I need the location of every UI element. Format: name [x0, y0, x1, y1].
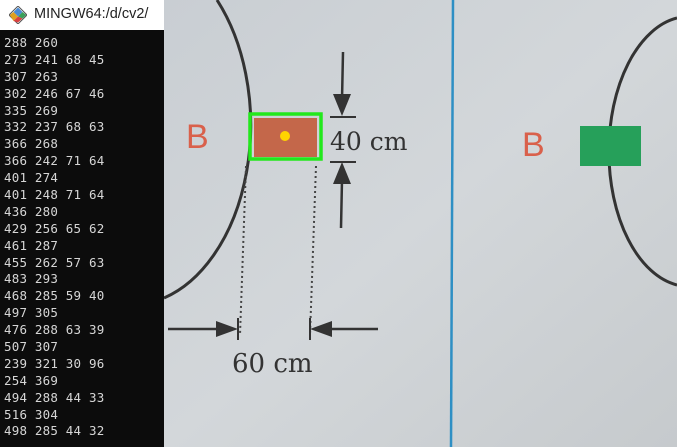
dim-extension-left: [239, 165, 247, 336]
right-label-b: B: [522, 126, 545, 164]
terminal-line: 455 262 57 63: [4, 254, 105, 270]
paper-background: [164, 0, 677, 447]
terminal-line: 436 280: [4, 203, 59, 219]
width-arrow-right-head: [310, 321, 332, 337]
terminal-line: 254 369: [4, 372, 59, 388]
terminal-line: 468 285 59 40: [4, 288, 105, 304]
terminal-line: 401 248 71 64: [4, 187, 105, 203]
width-arrow-left-head: [216, 321, 238, 337]
terminal-line: 476 288 63 39: [4, 322, 105, 338]
terminal-line: 461 287: [4, 237, 59, 253]
terminal-line: 288 260: [4, 35, 59, 50]
camera-image: B 60 cm 40 cm B: [164, 0, 677, 447]
dim-extension-right: [309, 165, 317, 336]
terminal-line: 401 274: [4, 170, 59, 186]
terminal-line: 302 246 67 46: [4, 85, 105, 101]
height-arrow-top-line: [340, 51, 345, 101]
terminal-title: MINGW64:/d/cv2/: [34, 6, 149, 22]
terminal-line: 332 237 68 63: [4, 119, 105, 135]
terminal-line: 516 304: [4, 406, 59, 422]
terminal-line: 239 321 30 96: [4, 355, 105, 371]
terminal-line: 335 269: [4, 102, 59, 118]
blue-divider-line: [449, 0, 455, 447]
centroid-marker: [280, 131, 290, 141]
terminal-line: 497 305: [4, 305, 59, 321]
height-arrow-top-head: [333, 94, 351, 116]
height-dimension-label: 40 cm: [330, 127, 408, 156]
camera-image-view: B 60 cm 40 cm B: [164, 0, 677, 447]
terminal-line: 273 241 68 45: [4, 51, 105, 67]
terminal-line: 366 268: [4, 136, 59, 152]
terminal-line: 366 242 71 64: [4, 153, 105, 169]
height-arrow-bottom-line: [339, 179, 344, 229]
terminal-line: 483 293: [4, 271, 59, 287]
width-dimension-label: 60 cm: [232, 349, 313, 379]
terminal-line: 507 307: [4, 339, 59, 355]
green-block: [580, 126, 641, 166]
terminal-title-bar[interactable]: MINGW64:/d/cv2/: [0, 0, 164, 30]
terminal-line: 307 263: [4, 68, 59, 84]
mingw-diamond-icon: [9, 6, 27, 24]
terminal-line: 429 256 65 62: [4, 220, 105, 236]
height-arrow-bottom-head: [333, 162, 351, 184]
detection-box[interactable]: [248, 112, 323, 161]
left-label-b: B: [186, 118, 209, 156]
terminal-line: 494 288 44 33: [4, 389, 105, 405]
terminal-line: 498 285 44 32: [4, 423, 105, 439]
